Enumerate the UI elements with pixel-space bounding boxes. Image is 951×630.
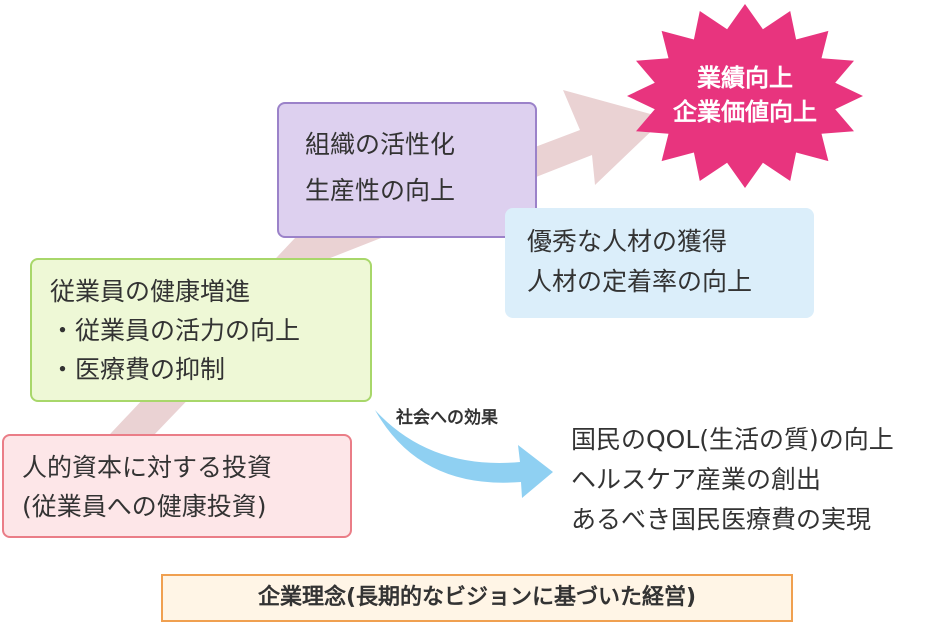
human-capital-investment-box: 人的資本に対する投資 (従業員への健康投資)	[2, 434, 352, 538]
org-line-2: 生産性の向上	[305, 176, 456, 205]
social-effect-item: あるべき国民医療費の実現	[571, 505, 872, 534]
health-line-2: ・従業員の活力の向上	[50, 316, 301, 345]
investment-line-1: 人的資本に対する投資	[22, 453, 273, 482]
investment-line-2: (従業員への健康投資)	[22, 492, 267, 521]
social-effects-list: 国民のQOL(生活の質)の向上 ヘルスケア産業の創出 あるべき国民医療費の実現	[571, 420, 894, 540]
corporate-philosophy-box: 企業理念(長期的なビジョンに基づいた経営)	[161, 574, 793, 622]
talent-line-2: 人材の定着率の向上	[527, 267, 753, 296]
health-line-1: 従業員の健康増進	[50, 277, 251, 306]
organization-activation-box: 組織の活性化 生産性の向上	[277, 102, 537, 238]
talent-line-1: 優秀な人材の獲得	[527, 227, 728, 256]
outcome-text: 業績向上 企業価値向上	[640, 61, 850, 129]
social-effect-item: ヘルスケア産業の創出	[571, 465, 822, 494]
employee-health-box: 従業員の健康増進 ・従業員の活力の向上 ・医療費の抑制	[30, 258, 372, 402]
outcome-line-2: 企業価値向上	[673, 98, 817, 126]
social-effect-arrow	[375, 410, 553, 498]
social-effect-label: 社会への効果	[396, 408, 498, 428]
outcome-line-1: 業績向上	[697, 64, 793, 92]
growth-arrow	[95, 90, 665, 460]
health-line-3: ・医療費の抑制	[50, 355, 226, 384]
talent-acquisition-box: 優秀な人材の獲得 人材の定着率の向上	[505, 208, 814, 318]
social-effect-item: 国民のQOL(生活の質)の向上	[571, 425, 894, 454]
org-line-1: 組織の活性化	[305, 130, 456, 159]
outcome-starburst	[627, 4, 863, 188]
